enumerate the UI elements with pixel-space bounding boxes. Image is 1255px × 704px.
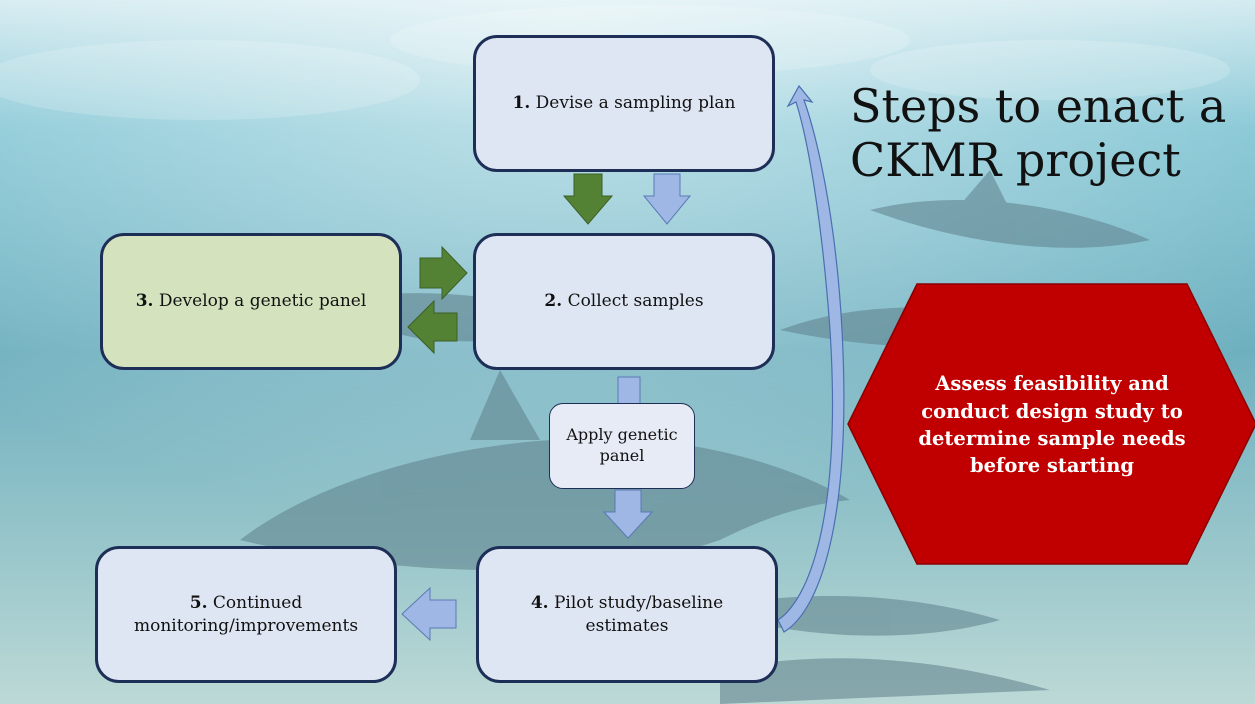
step-4-number: 4. xyxy=(530,593,549,614)
step-5-number: 5. xyxy=(189,593,208,614)
step-3-number: 3. xyxy=(135,291,154,312)
apply-genetic-panel-text: Apply genetic panel xyxy=(566,425,678,465)
green-right-arrow xyxy=(419,245,468,301)
step-2-text: Collect samples xyxy=(567,291,704,312)
step-1-text: Devise a sampling plan xyxy=(535,93,736,114)
slide-title: Steps to enact a CKMR project xyxy=(850,79,1227,187)
step-4-box: 4. Pilot study/baseline estimates xyxy=(476,546,778,683)
step-4-text: Pilot study/baseline estimates xyxy=(553,593,724,636)
feasibility-hexagon: Assess feasibility and conduct design st… xyxy=(847,283,1255,565)
step-1-number: 1. xyxy=(512,93,531,114)
step-1-box: 1. Devise a sampling plan xyxy=(473,35,775,172)
blue-down-connector xyxy=(617,376,641,405)
step-2-box: 2. Collect samples xyxy=(473,233,775,370)
green-left-arrow xyxy=(407,299,458,355)
green-down-arrow xyxy=(562,173,614,225)
step-5-text: Continued monitoring/improvements xyxy=(133,593,359,636)
blue-down-arrow xyxy=(642,173,692,225)
blue-down-arrow-2 xyxy=(602,489,654,539)
hexagon-shape xyxy=(847,283,1255,565)
step-3-box: 3. Develop a genetic panel xyxy=(100,233,402,370)
step-2-number: 2. xyxy=(544,291,563,312)
step-3-text: Develop a genetic panel xyxy=(158,291,367,312)
apply-genetic-panel-box: Apply genetic panel xyxy=(549,403,695,489)
step-5-box: 5. Continued monitoring/improvements xyxy=(95,546,397,683)
feedback-curved-arrow xyxy=(777,84,845,633)
hexagon-text: Assess feasibility and conduct design st… xyxy=(918,372,1186,478)
blue-left-arrow xyxy=(401,586,457,642)
